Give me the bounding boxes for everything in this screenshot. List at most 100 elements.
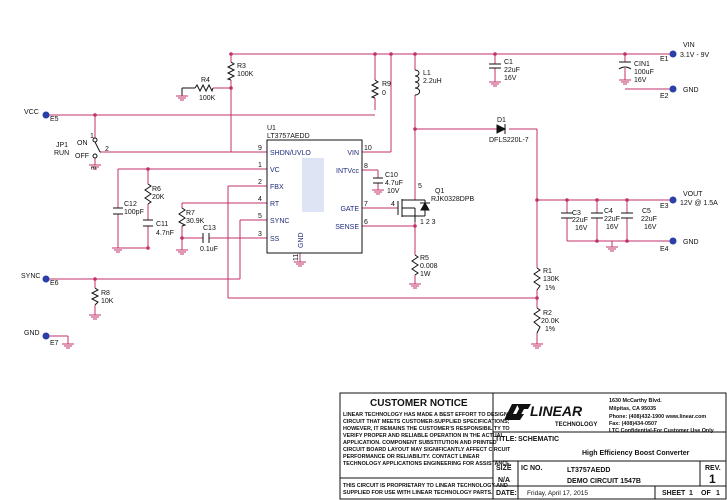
components bbox=[90, 61, 633, 334]
l1-ref: L1 bbox=[423, 70, 431, 77]
r8-symbol bbox=[90, 287, 100, 306]
vin-spec: 3.1V - 9V bbox=[680, 52, 710, 59]
terminal-e5 bbox=[42, 111, 50, 119]
junctions bbox=[93, 52, 629, 300]
pin-num-3: 3 bbox=[258, 231, 262, 238]
r4-value: 100K bbox=[199, 95, 216, 102]
pin-num-7: 7 bbox=[364, 201, 368, 208]
pin-num-11: 11 bbox=[293, 254, 300, 261]
c1-v1: 22uF bbox=[504, 67, 520, 74]
r2-symbol bbox=[533, 307, 541, 334]
c3-v1: 22uF bbox=[572, 217, 588, 224]
q1-symbol bbox=[397, 199, 430, 222]
d1-symbol bbox=[496, 124, 507, 134]
date-label: DATE: bbox=[496, 490, 517, 497]
pin-name-vin: VIN bbox=[347, 150, 359, 157]
r6-ref: R6 bbox=[152, 186, 161, 193]
r7-symbol bbox=[178, 207, 187, 227]
e1-ref: E1 bbox=[660, 56, 669, 63]
q1-pin123: 1 2 3 bbox=[420, 219, 436, 226]
r1-symbol bbox=[533, 267, 541, 291]
r4-symbol bbox=[194, 83, 214, 93]
address-2: Milpitas, CA 95035 bbox=[609, 406, 656, 412]
pin-name-intvcc: INTVcc bbox=[336, 168, 359, 175]
vcc-name: VCC bbox=[24, 109, 39, 116]
sync-name: SYNC bbox=[21, 273, 40, 280]
terminal-e6 bbox=[42, 275, 50, 283]
phone: Phone: (408)432-1900 www.linear.com bbox=[609, 414, 706, 420]
c5-ref: C5 bbox=[642, 208, 651, 215]
r5-v1: 0.008 bbox=[420, 263, 438, 270]
pin-name-sense: SENSE bbox=[335, 224, 359, 231]
q1-pin5: 5 bbox=[418, 183, 422, 190]
jp1-pin3: 3 bbox=[91, 166, 98, 170]
ic-exposed-pad bbox=[302, 158, 324, 212]
c12-value: 100pF bbox=[124, 209, 144, 216]
r2-v2: 1% bbox=[545, 326, 555, 333]
r6-symbol bbox=[144, 183, 152, 205]
title-value: SCHEMATIC bbox=[518, 436, 559, 443]
r3-value: 100K bbox=[237, 71, 254, 78]
e2-ref: E2 bbox=[660, 93, 669, 100]
l1-value: 2.2uH bbox=[423, 78, 442, 85]
r7-value: 30.9K bbox=[186, 218, 205, 225]
c3-ref: C3 bbox=[572, 210, 581, 217]
pin-num-4: 4 bbox=[258, 196, 262, 203]
size-value: N/A bbox=[498, 477, 510, 484]
pin-name-ss: SS bbox=[270, 236, 280, 243]
notice-line-4: VERIFY PROPER AND RELIABLE OPERATION IN … bbox=[343, 433, 505, 439]
c13-value: 0.1uF bbox=[200, 246, 218, 253]
sheet-number: 1 bbox=[689, 490, 693, 497]
e6-ref: E6 bbox=[50, 280, 59, 287]
terminal-e4 bbox=[669, 237, 677, 245]
c5-v1: 22uF bbox=[641, 216, 657, 223]
notice-line-5: APPLICATION. COMPONENT SUBSTITUTION AND … bbox=[343, 440, 497, 446]
subtitle: High Efficiency Boost Converter bbox=[582, 450, 690, 457]
vout-spec: 12V @ 1.5A bbox=[680, 200, 718, 207]
size-label: SIZE bbox=[496, 465, 512, 472]
l1-symbol bbox=[414, 69, 421, 96]
jp1-ref: JP1 bbox=[56, 142, 68, 149]
vout-name: VOUT bbox=[683, 191, 703, 198]
d1-ref: D1 bbox=[497, 117, 506, 124]
r3-ref: R3 bbox=[237, 63, 246, 70]
terminal-labels: VIN 3.1V - 9V E1 GND E2 VOUT 12V @ 1.5A … bbox=[21, 42, 718, 347]
r2-v1: 20.0K bbox=[541, 318, 560, 325]
pin-name-gnd: GND bbox=[298, 232, 305, 248]
pin-num-8: 8 bbox=[364, 163, 368, 170]
d1-value: DFLS220L-7 bbox=[489, 137, 529, 144]
jp1-off: OFF bbox=[75, 153, 89, 160]
grounds bbox=[62, 79, 631, 349]
pin-name-vc: VC bbox=[270, 167, 280, 174]
r4-ref: R4 bbox=[201, 77, 210, 84]
of-label: OF bbox=[701, 490, 711, 497]
r9-ref: R9 bbox=[382, 81, 391, 88]
notice-line-8: TECHNOLOGY APPLICATIONS ENGINEERING FOR … bbox=[343, 461, 512, 467]
rev-value: 1 bbox=[709, 472, 716, 486]
notice-line-1: LINEAR TECHNOLOGY HAS MADE A BEST EFFORT… bbox=[343, 412, 513, 418]
pin-name-fbx: FBX bbox=[270, 184, 284, 191]
r9-symbol bbox=[370, 79, 380, 99]
notice-line-3: HOWEVER, IT REMAINS THE CUSTOMER'S RESPO… bbox=[343, 426, 510, 432]
pin-name-sync: SYNC bbox=[270, 218, 289, 225]
r3-symbol bbox=[226, 61, 236, 81]
rev-label: REV. bbox=[705, 465, 721, 472]
sheet-total: 1 bbox=[716, 490, 720, 497]
gnd-in-name: GND bbox=[683, 87, 699, 94]
c1-v2: 16V bbox=[504, 75, 517, 82]
e4-ref: E4 bbox=[660, 246, 669, 253]
c11-value: 4.7nF bbox=[156, 230, 174, 237]
component-labels: JP1 RUN ON OFF 1 2 3 R3 100K R4 100K R9 … bbox=[54, 59, 657, 333]
pin-num-6: 6 bbox=[364, 219, 368, 226]
title-label: TITLE: bbox=[495, 436, 517, 443]
e5-ref: E5 bbox=[50, 116, 59, 123]
c13-ref: C13 bbox=[203, 225, 216, 232]
terminal-e7 bbox=[42, 332, 50, 340]
pin-num-1: 1 bbox=[258, 162, 262, 169]
ic-u1: U1 LT3757AEDD SHDN/UVLO VC FBX RT SYNC S… bbox=[258, 125, 372, 261]
c4-v2: 16V bbox=[606, 224, 619, 231]
q1-pin4: 4 bbox=[391, 201, 395, 208]
proprietary-line-2: SUPPLIED FOR USE WITH LINEAR TECHNOLOGY … bbox=[343, 490, 493, 496]
r2-ref: R2 bbox=[543, 310, 552, 317]
c5-v2: 16V bbox=[644, 224, 657, 231]
